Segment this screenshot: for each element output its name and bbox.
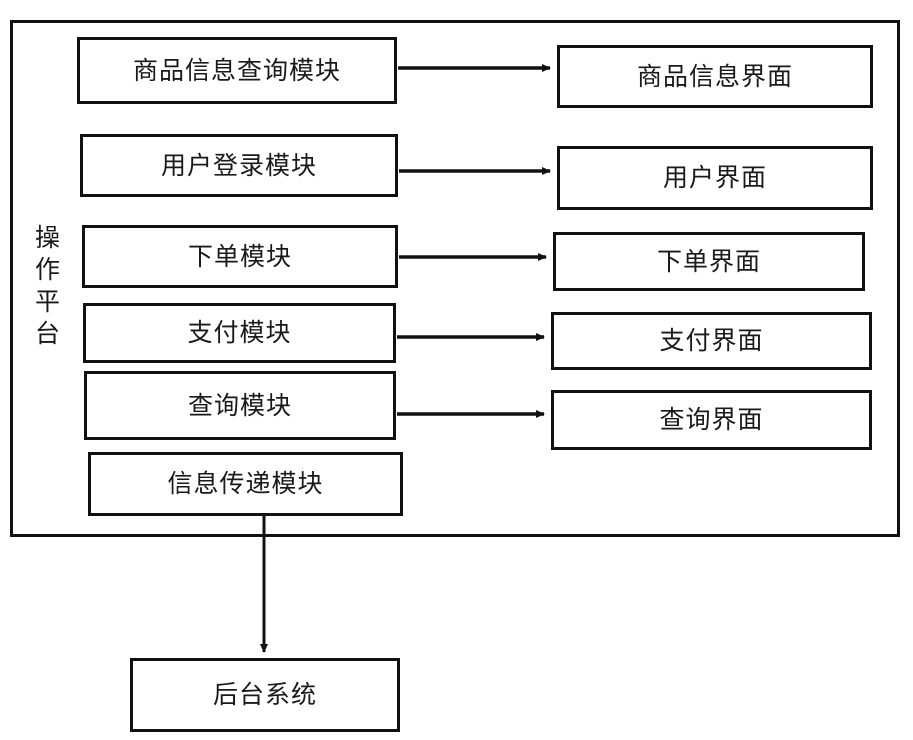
module-label: 支付模块 [187, 318, 292, 348]
interface-payment-ui[interactable]: 支付界面 [551, 312, 872, 370]
module-user-login[interactable]: 用户登录模块 [80, 134, 398, 197]
operation-platform-frame [10, 20, 900, 537]
module-label: 商品信息查询模块 [132, 55, 341, 85]
module-place-order[interactable]: 下单模块 [82, 225, 398, 288]
backend-label: 后台系统 [212, 680, 317, 710]
interface-label: 下单界面 [656, 246, 761, 276]
interface-user-ui[interactable]: 用户界面 [557, 146, 873, 210]
module-query[interactable]: 查询模块 [84, 371, 396, 440]
module-product-info-query[interactable]: 商品信息查询模块 [77, 37, 397, 104]
module-label: 用户登录模块 [160, 150, 317, 180]
interface-label: 查询界面 [659, 405, 764, 435]
interface-query-ui[interactable]: 查询界面 [551, 390, 872, 450]
module-message-delivery[interactable]: 信息传递模块 [88, 452, 403, 516]
interface-label: 商品信息界面 [636, 61, 793, 91]
module-payment[interactable]: 支付模块 [83, 303, 396, 363]
interface-label: 支付界面 [659, 326, 764, 356]
node-backend-system[interactable]: 后台系统 [130, 658, 400, 732]
group-label-operation-platform: 操 作 平 台 [34, 223, 61, 348]
interface-product-info-ui[interactable]: 商品信息界面 [557, 45, 873, 108]
interface-label: 用户界面 [662, 163, 767, 193]
module-label: 信息传递模块 [167, 469, 324, 499]
interface-place-order-ui[interactable]: 下单界面 [553, 232, 865, 291]
module-label: 查询模块 [187, 390, 292, 420]
module-label: 下单模块 [187, 241, 292, 271]
